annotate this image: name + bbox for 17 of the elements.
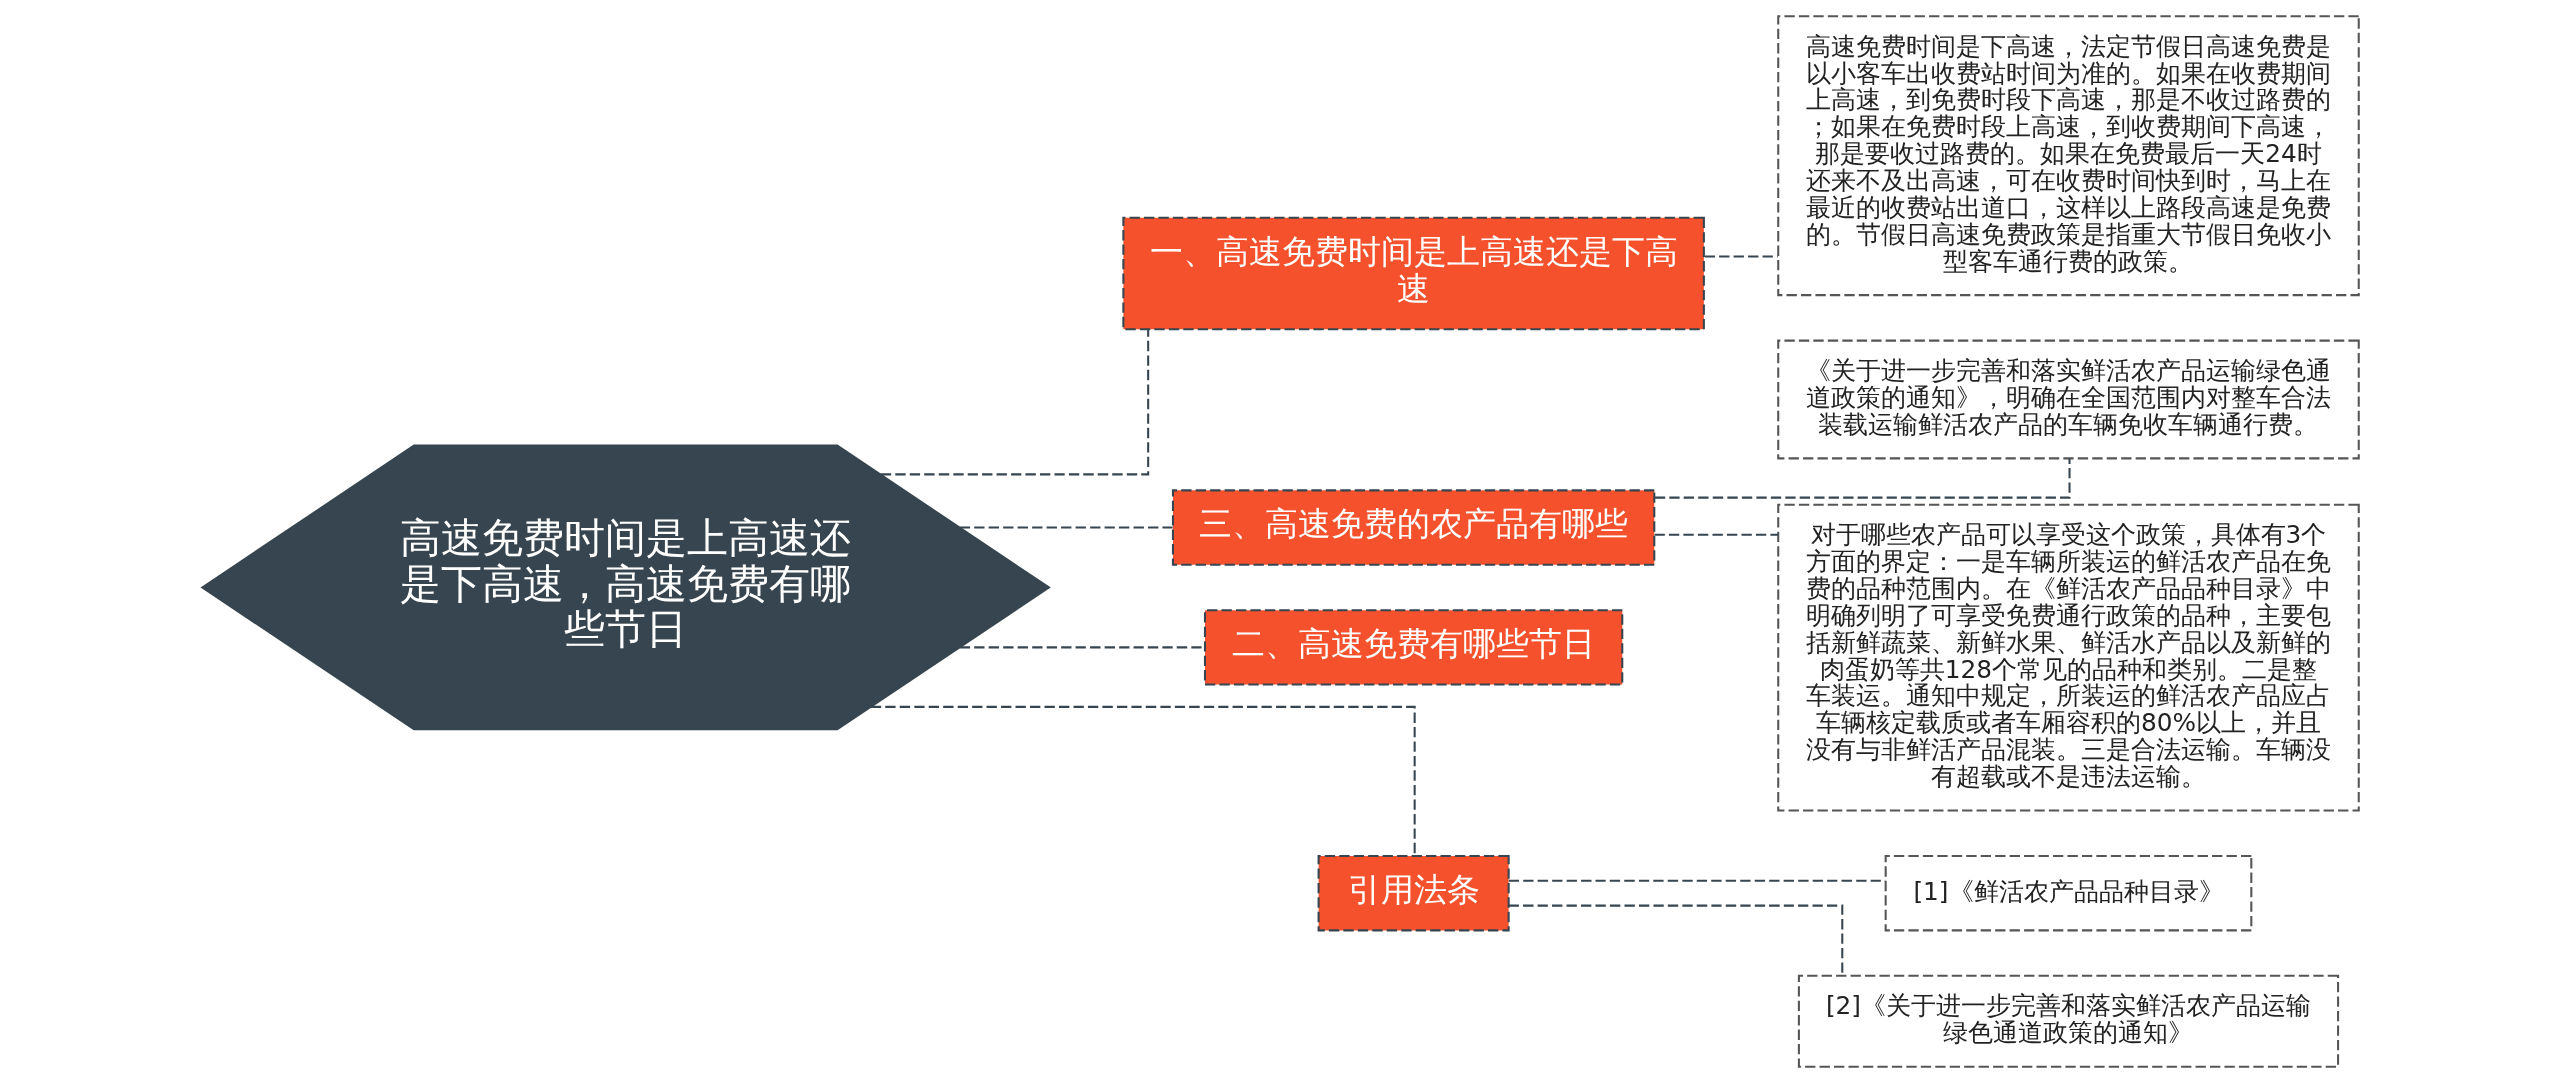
node-box: 二、高速免费有哪些节日 xyxy=(1203,609,1623,686)
connector xyxy=(959,526,1173,529)
node-box: 一、高速免费时间是上高速还是下高速 xyxy=(1121,216,1705,331)
node-box: [2]《关于进一步完善和落实鲜活农产品运输绿色通道政策的通知》 xyxy=(1797,974,2339,1068)
connector xyxy=(1654,458,2071,499)
connector xyxy=(1704,255,1778,258)
node-box: 三、高速免费的农产品有哪些 xyxy=(1171,489,1655,566)
connector xyxy=(959,646,1205,649)
connector xyxy=(1654,533,1778,536)
node-box: 高速免费时间是下高速，法定节假日高速免费是以小客车出收费站时间为准的。如果在收费期间上高速，到免费时段下高速，那是不收过路费的；如果在免费时段上高速，到收费期间下高速，那是要收过路费的。如果在免费最后一天24时还来不及出高速，可在收费时间快到时，马上在最近的收费站出道口，这样以上路段高速是免费的。节假日高速免费政策是指重大节假日免收小型客车通行费的政策。 xyxy=(1776,15,2360,297)
node-box: 对于哪些农产品可以享受这个政策，具体有3个方面的界定：一是车辆所装运的鲜活农产品在免费的品种范围内。在《鲜活农产品品种目录》中明确列明了可享受免费通行政策的品种，主要包括新鲜蔬菜、新鲜水果、鲜活水产品以及新鲜的肉蛋奶等共128个常见的品种和类别。二是整车装运。通知中规定，所装运的鲜活农产品应占车辆核定载质或者车厢容积的80%以上，并且没有与非鲜活产品混装。三是合法运输。车辆没有超载或不是违法运输。 xyxy=(1776,503,2360,812)
node-box: 《关于进一步完善和落实鲜活农产品运输绿色通道政策的通知》，明确在全国范围内对整车合法装载运输鲜活农产品的车辆免收车辆通行费。 xyxy=(1776,339,2360,460)
connector xyxy=(1508,904,1843,976)
connector xyxy=(870,705,1416,856)
node-box: 引用法条 xyxy=(1317,855,1510,932)
connector xyxy=(880,329,1149,476)
node-box: [1]《鲜活农产品品种目录》 xyxy=(1884,855,2252,932)
